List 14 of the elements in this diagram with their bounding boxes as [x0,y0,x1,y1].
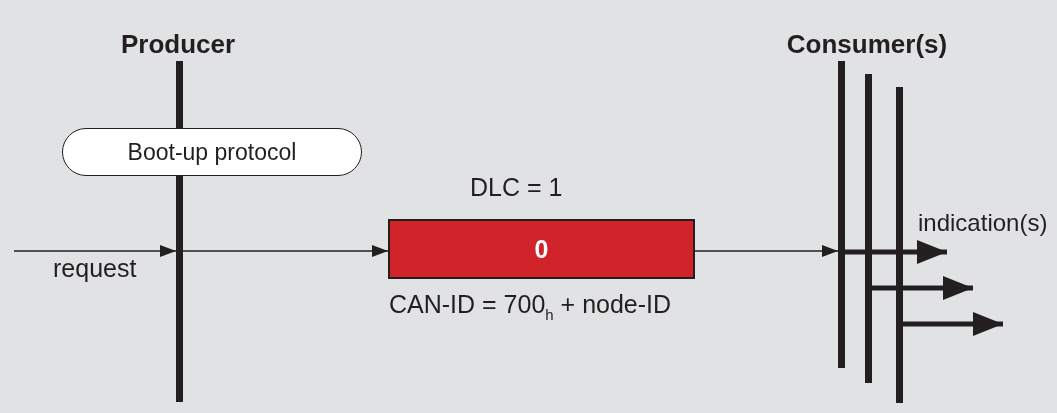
arrow [694,245,839,257]
arrow [845,240,947,264]
lifeline [865,74,872,383]
arrow [13,245,177,257]
message-frame: 0 [388,219,695,279]
arrow [872,276,973,300]
lifeline [896,87,903,403]
lifeline-heading: Producer [120,30,236,60]
message-note: DLC = 1 [470,173,563,202]
arrow [903,312,1003,336]
lifeline-heading: Consumer(s) [786,30,948,60]
message-note: CAN-ID = 700$_{h}$ + node-ID [389,290,672,319]
arrow [182,245,389,257]
protocol-box: Boot-up protocol [62,128,362,176]
